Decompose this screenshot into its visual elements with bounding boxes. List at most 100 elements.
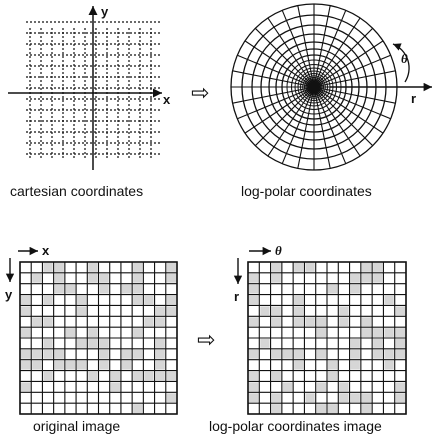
shaded-pixel	[249, 284, 259, 294]
shaded-pixel	[249, 273, 259, 283]
log-polar-image-theta-label: θ	[275, 243, 282, 258]
log-polar-theta-label: θ	[401, 51, 408, 66]
shaded-pixel	[54, 284, 64, 294]
shaded-pixel	[294, 317, 304, 327]
shaded-pixel	[54, 360, 64, 370]
shaded-pixel	[155, 360, 165, 370]
shaded-pixel	[32, 349, 42, 359]
shaded-pixel	[110, 371, 120, 381]
shaded-pixel	[373, 339, 383, 348]
shaded-pixel	[166, 263, 176, 272]
shaded-pixel	[328, 284, 338, 294]
polar-spoke	[232, 70, 315, 88]
shaded-pixel	[21, 306, 31, 316]
shaded-pixel	[99, 339, 109, 348]
shaded-pixel	[133, 284, 143, 294]
shaded-pixel	[88, 273, 98, 283]
image-border	[19, 261, 178, 415]
shaded-pixel	[282, 349, 293, 359]
shaded-pixel	[54, 273, 64, 283]
shaded-pixel	[271, 393, 281, 403]
shaded-pixel	[77, 306, 87, 316]
shaded-pixel	[271, 306, 281, 316]
shaded-pixel	[133, 295, 143, 305]
shaded-pixel	[294, 263, 304, 272]
shaded-pixel	[121, 360, 132, 370]
log-polar-image-caption: log-polar coordinates image	[209, 418, 382, 434]
shaded-pixel	[271, 349, 281, 359]
shaded-pixel	[65, 284, 76, 294]
shaded-pixel	[271, 273, 281, 283]
shaded-pixel	[32, 360, 42, 370]
polar-spoke	[313, 86, 391, 120]
shaded-pixel	[339, 382, 349, 392]
shaded-pixel	[395, 393, 405, 403]
shaded-pixel	[249, 371, 259, 381]
shaded-pixel	[21, 328, 31, 337]
shaded-pixel	[54, 349, 64, 359]
shaded-pixel	[144, 317, 154, 327]
shaded-pixel	[133, 404, 143, 413]
shaded-pixel	[260, 339, 270, 348]
shaded-pixel	[43, 263, 53, 272]
log-polar-image-grid	[247, 261, 407, 415]
shaded-pixel	[110, 382, 120, 392]
shaded-pixel	[166, 306, 176, 316]
shaded-pixel	[249, 349, 259, 359]
shaded-pixel	[133, 263, 143, 272]
shaded-pixel	[88, 263, 98, 272]
shaded-pixel	[133, 349, 143, 359]
theta-arc-arrow	[392, 43, 410, 83]
polar-spoke	[232, 86, 315, 104]
polar-spoke	[313, 86, 384, 134]
shaded-pixel	[339, 306, 349, 316]
shaded-pixel	[350, 284, 360, 294]
polar-spoke	[267, 86, 315, 157]
shaded-pixel	[166, 273, 176, 283]
shaded-pixel	[155, 349, 165, 359]
shaded-pixel	[166, 371, 176, 381]
shaded-pixel	[32, 273, 42, 283]
shaded-pixel	[121, 349, 132, 359]
shaded-pixel	[361, 273, 372, 283]
shaded-pixel	[271, 317, 281, 327]
shaded-pixel	[350, 349, 360, 359]
shaded-pixel	[166, 295, 176, 305]
shaded-pixel	[88, 371, 98, 381]
shaded-pixel	[361, 317, 372, 327]
polar-spoke	[254, 86, 315, 147]
shaded-pixel	[249, 295, 259, 305]
shaded-pixel	[316, 382, 326, 392]
shaded-pixel	[99, 284, 109, 294]
polar-spoke	[254, 27, 315, 88]
shaded-pixel	[305, 393, 315, 403]
shaded-pixel	[99, 360, 109, 370]
shaded-pixel	[54, 263, 64, 272]
shaded-pixel	[350, 393, 360, 403]
shaded-pixel	[43, 295, 53, 305]
shaded-pixel	[339, 317, 349, 327]
shaded-pixel	[88, 328, 98, 337]
shaded-pixel	[155, 371, 165, 381]
shaded-pixel	[43, 339, 53, 348]
polar-spoke	[281, 86, 315, 164]
shaded-pixel	[32, 317, 42, 327]
polar-spoke	[313, 86, 361, 157]
shaded-pixel	[328, 360, 338, 370]
shaded-pixel	[21, 360, 31, 370]
shaded-pixel	[99, 273, 109, 283]
shaded-pixel	[282, 382, 293, 392]
shaded-pixel	[395, 349, 405, 359]
shaded-pixel	[249, 382, 259, 392]
shaded-pixel	[361, 263, 372, 272]
shaded-pixel	[249, 393, 259, 403]
shaded-pixel	[294, 349, 304, 359]
original-image-grid	[19, 261, 178, 415]
shaded-pixel	[395, 328, 405, 337]
shaded-pixel	[133, 328, 143, 337]
shaded-pixel	[43, 349, 53, 359]
shaded-pixel	[77, 339, 87, 348]
shaded-pixel	[328, 404, 338, 413]
hollow-right-arrow-icon: ⇨	[197, 328, 216, 353]
shaded-pixel	[328, 371, 338, 381]
